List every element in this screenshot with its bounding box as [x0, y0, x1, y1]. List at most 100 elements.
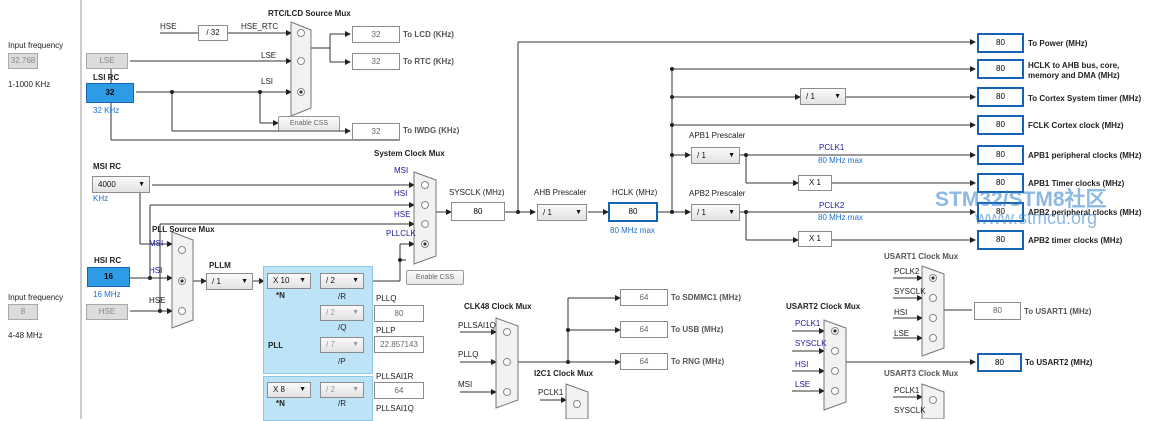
chevron-down-icon: ▼ — [299, 386, 306, 393]
rtc-clock-value: 32 — [352, 53, 400, 70]
lsi-unit-label: 32 KHz — [93, 106, 120, 115]
hse-rtc-divider: / 32 — [198, 25, 228, 41]
apb2-prescaler-dropdown[interactable]: / 1 ▼ — [691, 204, 740, 221]
clk48-pllsai1q-label: PLLSAI1Q — [458, 321, 496, 330]
usart2-sysclk-label: SYSCLK — [795, 339, 827, 348]
chevron-down-icon: ▼ — [352, 341, 359, 348]
systick-divider-dropdown[interactable]: / 1 ▼ — [800, 88, 846, 105]
pllp-value: / 7 — [326, 340, 335, 349]
usart1-clock-value: 80 — [974, 302, 1021, 320]
usart1-pclk2-label: PCLK2 — [894, 267, 920, 276]
chevron-down-icon: ▼ — [834, 93, 841, 100]
usart3-sysclk-label: SYSCLK — [894, 406, 926, 415]
hsi-rc-label: HSI RC — [94, 256, 122, 265]
pllsai1-r-dropdown[interactable]: / 2 ▼ — [320, 382, 364, 398]
hclk-max-label: 80 MHz max — [610, 226, 655, 235]
lse-frequency-input[interactable]: 32.768 — [8, 53, 38, 69]
hse-input-frequency-label: Input frequency — [8, 293, 64, 302]
apb1-prescaler-dropdown[interactable]: / 1 ▼ — [691, 147, 740, 164]
hclk-value-input[interactable]: 80 — [608, 202, 658, 222]
msi-rc-dropdown[interactable]: 4000 ▼ — [92, 176, 150, 193]
systick-clock-value[interactable]: 80 — [977, 87, 1024, 107]
ahb-prescaler-label: AHB Prescaler — [534, 188, 587, 197]
apb2-prescaler-label: APB2 Prescaler — [689, 189, 746, 198]
sysclk-label: SYSCLK (MHz) — [449, 188, 505, 197]
sdmmc1-clock-label: To SDMMC1 (MHz) — [671, 293, 742, 302]
pllr-dropdown[interactable]: / 2 ▼ — [320, 273, 364, 289]
pclk2-max-label: 80 MHz max — [818, 213, 863, 222]
iwdg-clock-label: To IWDG (KHz) — [403, 126, 460, 135]
lcd-clock-value: 32 — [352, 26, 400, 43]
i2c1-pclk1-label: PCLK1 — [538, 388, 564, 397]
usb-clock-label: To USB (MHz) — [671, 325, 724, 334]
apb1-peripheral-label: APB1 peripheral clocks (MHz) — [1028, 151, 1142, 160]
pllsai1-n-value: X 8 — [273, 385, 286, 394]
pllsai1-n-dropdown[interactable]: X 8 ▼ — [267, 382, 311, 398]
rtc-mux-title: RTC/LCD Source Mux — [268, 9, 351, 18]
power-clock-value[interactable]: 80 — [977, 33, 1024, 53]
usart1-sysclk-label: SYSCLK — [894, 287, 926, 296]
chevron-down-icon: ▼ — [728, 209, 735, 216]
apb1-timer-multiplier: X 1 — [798, 175, 832, 191]
sysmux-hse-label: HSE — [394, 210, 411, 219]
chevron-down-icon: ▼ — [728, 152, 735, 159]
lse-range-label: 1-1000 KHz — [8, 80, 51, 89]
apb1-peripheral-value[interactable]: 80 — [977, 145, 1024, 165]
lse-source-box[interactable]: LSE — [86, 53, 128, 69]
hse-source-box[interactable]: HSE — [86, 304, 128, 320]
hse-frequency-input[interactable]: 8 — [8, 304, 38, 320]
sysmux-msi-label: MSI — [394, 166, 409, 175]
hsi-unit-label: 16 MHz — [93, 290, 121, 299]
rtc-mux-shape — [290, 21, 312, 117]
ahb-prescaler-dropdown[interactable]: / 1 ▼ — [537, 204, 587, 221]
apb2-peripheral-value[interactable]: 80 — [977, 202, 1024, 222]
pllp-output-value: 22.857143 — [374, 336, 424, 353]
plln-dropdown[interactable]: X 10 ▼ — [267, 273, 311, 289]
usart1-hsi-label: HSI — [894, 308, 908, 317]
pll-src-hsi-label: HSI — [149, 266, 163, 275]
hclk-ahb-label-line2: memory and DMA (MHz) — [1028, 71, 1120, 80]
pllsai1-r-label: /R — [338, 399, 346, 408]
lsi-rc-label: LSI RC — [93, 73, 120, 82]
i2c1-mux-title: I2C1 Clock Mux — [534, 369, 594, 378]
usart1-mux-shape — [921, 265, 945, 357]
chevron-down-icon: ▼ — [352, 386, 359, 393]
pclk2-label: PCLK2 — [819, 201, 845, 210]
sysmux-pllclk-label: PLLCLK — [386, 229, 416, 238]
apb1-prescaler-value: / 1 — [697, 151, 706, 160]
apb1-prescaler-label: APB1 Prescaler — [689, 131, 746, 140]
hse-rtc-label: HSE_RTC — [241, 22, 279, 31]
pllp-output-label: PLLP — [376, 326, 396, 335]
apb1-timer-value[interactable]: 80 — [977, 173, 1024, 193]
chevron-down-icon: ▼ — [241, 278, 248, 285]
usb-clock-value: 64 — [620, 321, 668, 338]
usart3-mux-title: USART3 Clock Mux — [884, 369, 959, 378]
hsi-rc-value: 16 — [87, 267, 130, 287]
pllp-dropdown[interactable]: / 7 ▼ — [320, 337, 364, 353]
enable-css-button-rtc[interactable]: Enable CSS — [278, 116, 340, 131]
usart2-mux-shape — [823, 319, 847, 411]
msi-rc-value: 4000 — [98, 180, 116, 189]
pllq-output-value: 80 — [374, 305, 424, 322]
usart2-clock-value[interactable]: 80 — [977, 353, 1022, 372]
pllq-value: / 2 — [326, 308, 335, 317]
usart1-clock-label: To USART1 (MHz) — [1024, 307, 1092, 316]
pllq-dropdown[interactable]: / 2 ▼ — [320, 305, 364, 321]
pllm-dropdown[interactable]: / 1 ▼ — [206, 273, 253, 290]
rng-clock-label: To RNG (MHz) — [671, 357, 725, 366]
usart2-clock-label: To USART2 (MHz) — [1025, 358, 1093, 367]
lsi-rc-value: 32 — [86, 83, 134, 103]
chevron-down-icon: ▼ — [352, 309, 359, 316]
pllq-q-label: /Q — [338, 323, 347, 332]
enable-css-button-sys[interactable]: Enable CSS — [406, 270, 464, 285]
chevron-down-icon: ▼ — [575, 209, 582, 216]
pllsai1r-output-label: PLLSAI1R — [376, 372, 414, 381]
fclk-clock-value[interactable]: 80 — [977, 115, 1024, 135]
chevron-down-icon: ▼ — [299, 277, 306, 284]
apb2-timer-value[interactable]: 80 — [977, 230, 1024, 250]
hclk-ahb-value[interactable]: 80 — [977, 59, 1024, 79]
pllsai1-r-value: / 2 — [326, 385, 335, 394]
msi-unit-label: KHz — [93, 194, 109, 203]
pllm-label: PLLM — [209, 261, 231, 270]
